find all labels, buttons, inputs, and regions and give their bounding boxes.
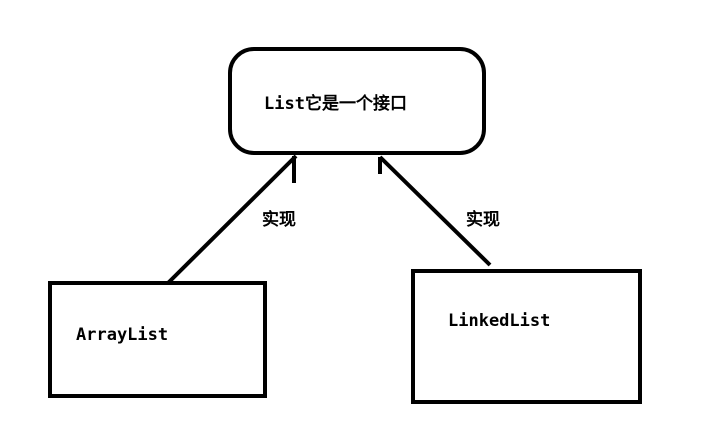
linkedlist-label: LinkedList (448, 311, 551, 331)
linkedlist-node (411, 269, 642, 404)
arrow-shaft-right (378, 155, 492, 267)
arraylist-node (48, 281, 267, 398)
edge-label-implements-right: 实现 (466, 210, 500, 230)
arrow-shaft-left (164, 154, 298, 287)
edge-label-implements-left: 实现 (262, 210, 296, 230)
list-interface-label: List它是一个接口 (264, 94, 407, 114)
arrow-linkedlist-to-list (378, 155, 492, 267)
arrow-arraylist-to-list (164, 154, 298, 287)
arraylist-label: ArrayList (76, 325, 169, 345)
list-interface-node (228, 47, 486, 155)
